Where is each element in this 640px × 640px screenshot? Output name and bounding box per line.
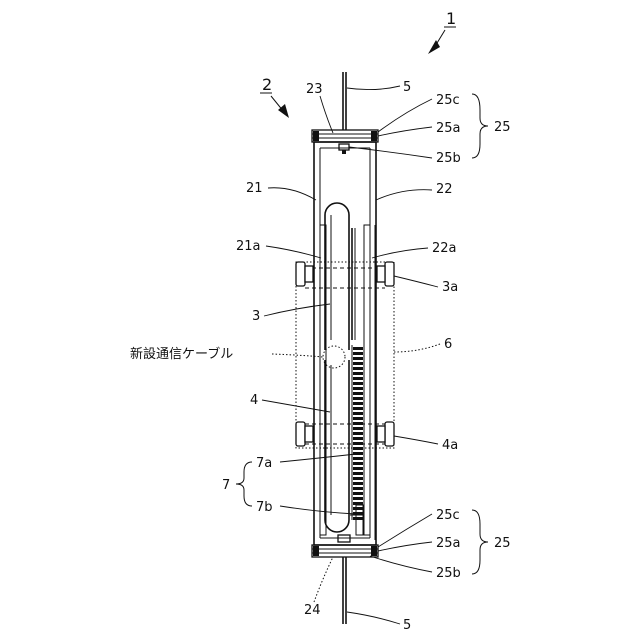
label-22a: 22a [432, 241, 457, 256]
belt-tooth [353, 417, 363, 420]
belt-tooth [353, 382, 363, 385]
label-1: 1 [446, 9, 456, 28]
belt-tooth [353, 492, 363, 495]
belt-tooth [353, 427, 363, 430]
belt-tooth [353, 412, 363, 415]
belt-tooth [353, 487, 363, 490]
belt-tooth [353, 457, 363, 460]
belt-tooth [353, 407, 363, 410]
label-25b-top: 25b [436, 151, 461, 166]
label-7: 7 [222, 478, 230, 493]
belt-tooth [353, 472, 363, 475]
serrated-belt [352, 345, 364, 520]
label-4a: 4a [442, 438, 458, 453]
belt-tooth [353, 462, 363, 465]
label-7b: 7b [256, 500, 273, 515]
label-new-cable: 新設通信ケーブル [130, 346, 233, 362]
label-25a-top: 25a [436, 121, 461, 136]
belt-tooth [353, 397, 363, 400]
lower-roller [325, 360, 349, 532]
label-25-bottom: 25 [494, 536, 511, 551]
belt-tooth [353, 402, 363, 405]
belt-tooth [353, 377, 363, 380]
belt-tooth [353, 477, 363, 480]
label-5-top: 5 [403, 80, 411, 95]
label-25a-bottom: 25a [436, 536, 461, 551]
label-21: 21 [246, 181, 263, 196]
label-21a: 21a [236, 239, 261, 254]
belt-tooth [353, 507, 363, 510]
belt-tooth [353, 437, 363, 440]
belt-tooth [353, 467, 363, 470]
belt-tooth [353, 367, 363, 370]
label-24: 24 [304, 603, 321, 618]
label-7a: 7a [256, 456, 272, 471]
frame [314, 142, 376, 545]
belt-tooth [353, 392, 363, 395]
label-25b-bottom: 25b [436, 566, 461, 581]
label-25c-top: 25c [436, 93, 460, 108]
label-22: 22 [436, 182, 453, 197]
upper-axle [296, 262, 394, 288]
lower-axle [296, 422, 394, 446]
belt-tooth [353, 362, 363, 365]
belt-tooth [353, 497, 363, 500]
label-3: 3 [252, 309, 260, 324]
belt-tooth [353, 372, 363, 375]
belt-tooth [353, 482, 363, 485]
label-23: 23 [306, 82, 323, 97]
upper-roller [325, 203, 355, 350]
belt-tooth [353, 517, 363, 520]
label-25c-bottom: 25c [436, 508, 460, 523]
label-25-top: 25 [494, 120, 511, 135]
label-5-bottom: 5 [403, 618, 411, 633]
belt-tooth [353, 387, 363, 390]
belt-tooth [353, 357, 363, 360]
label-2: 2 [262, 75, 272, 94]
belt-tooth [353, 347, 363, 350]
inner-plates [320, 225, 375, 540]
label-3a: 3a [442, 280, 458, 295]
label-6: 6 [444, 337, 452, 352]
belt-tooth [353, 352, 363, 355]
belt-tooth [353, 432, 363, 435]
label-4: 4 [250, 393, 258, 408]
